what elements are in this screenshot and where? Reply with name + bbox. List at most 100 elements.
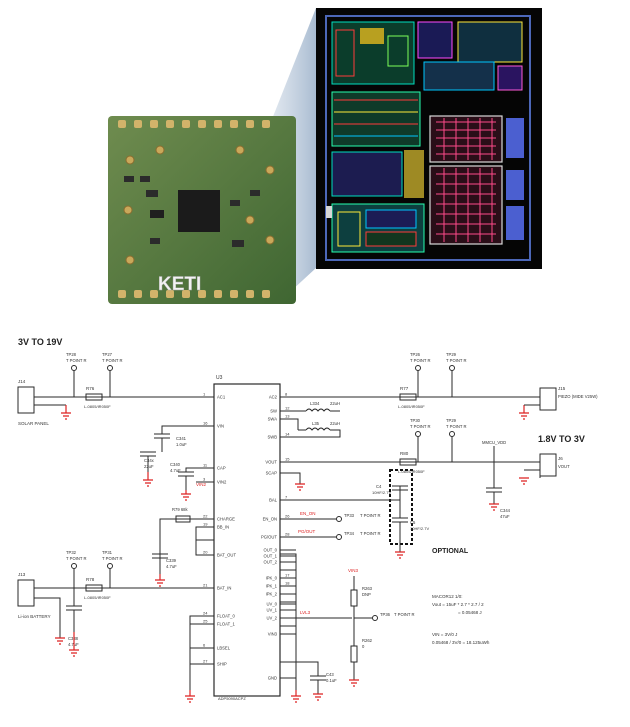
r263-ref: R263 [362, 586, 373, 591]
ic-pin-name: OUT_2 [264, 560, 278, 565]
ic-pin-number: 25 [203, 619, 208, 624]
ground-symbol [155, 574, 165, 587]
castellated-pads-bottom [118, 290, 270, 298]
ground-symbol [185, 690, 195, 703]
tp30-ref: TP30 [410, 418, 421, 423]
ic-pin-number: 12 [285, 406, 290, 411]
ic-pin-name: VIN2 [217, 480, 227, 485]
qfn-chip [178, 190, 220, 232]
c43-ref: C43 [326, 672, 334, 677]
j13-connector [17, 579, 35, 607]
ground-symbol [489, 503, 499, 511]
battery-input: J13 Li-ion BATTERY R78 L-0805/IR050F C33… [17, 572, 214, 657]
tp36-ref: TP36 [380, 612, 391, 617]
ground-symbol [291, 690, 301, 703]
j15-ref: J15 [558, 386, 566, 391]
tp29-label: T POINT R [446, 358, 467, 363]
ic-pin-name: SWB [267, 435, 277, 440]
tp33-ref: TP33 [344, 513, 355, 518]
ground-symbol [295, 483, 305, 491]
ground-symbol [181, 490, 191, 501]
ic-pin-name: LBSEL [217, 646, 231, 651]
tp28-ref: TP28 [66, 352, 77, 357]
ic-pin: UV_0 [267, 602, 296, 607]
l334-value: 22uH [330, 401, 340, 406]
castellated-pads-top [118, 120, 270, 128]
j6-name: VOUT [558, 464, 570, 469]
r77-ref: R77 [400, 386, 409, 391]
net-lvl3: LVL3 [300, 610, 311, 615]
ic-pin-number: 19 [203, 522, 208, 527]
tp34-ref: TP34 [344, 531, 355, 536]
layout-capacitor-arrays [429, 115, 524, 245]
ic-pin-name: BB_IN [217, 525, 229, 530]
j14-ref: J14 [18, 379, 26, 384]
ic-pin-name: OUT_0 [264, 548, 278, 553]
ground-symbol [143, 472, 153, 487]
ic-pin-number: 3 [203, 477, 206, 482]
r76-value: L-0805/IR050F [84, 404, 111, 409]
j15-connector [539, 387, 557, 411]
c341-ref: C341 [176, 436, 187, 441]
r76-resistor [85, 393, 103, 401]
ic-pin-name: UV_0 [267, 602, 278, 607]
ic-pin: OUT_0 [264, 548, 296, 553]
net-pg-out: PG/OUT [298, 529, 316, 534]
c344-ref: C344 [500, 508, 511, 513]
c43-value: 0.1uF [326, 678, 337, 683]
c338-ref: C338 [68, 636, 79, 641]
ic-pin-name: AC2 [269, 395, 278, 400]
ic-pin-name: VIN3 [268, 632, 278, 637]
ic-pin-name: VOUT [265, 460, 277, 465]
inductors: L334 22uH L35 22uH [280, 401, 341, 438]
note-line-1: MACOR12 1/0: [432, 594, 463, 599]
note-line-5: 0.05468 / 3V/0 = 18.125uWh [432, 640, 490, 645]
ic-pin-name: BAT_OUT [217, 553, 236, 558]
ic-pin-name: OUT_1 [264, 554, 278, 559]
tp33-label: T POINT R [360, 513, 381, 518]
tp28-label: T POINT R [66, 358, 87, 363]
tp29-point: TP29 T POINT R [446, 418, 467, 462]
ground-symbol [55, 637, 65, 645]
l35-ref: L35 [312, 421, 320, 426]
r78-ref: R78 [86, 577, 95, 582]
energy-notes: MACOR12 1/0: Vout = 15uF * 2.7 * 2.7 / 2… [432, 594, 490, 645]
r78-resistor [85, 584, 103, 592]
l35-value: 22uH [330, 421, 340, 426]
ic-pin-number: 20 [203, 550, 208, 555]
tp31-label: T POINT R [102, 556, 123, 561]
j14-name: SOLAR PANEL [18, 421, 49, 426]
pcb-vias [123, 145, 275, 265]
tp26-ref: TP26 [410, 352, 421, 357]
ic-pin-name: BAL [269, 498, 278, 503]
ic-pin: UV_1 [267, 608, 296, 613]
tp27-ref: TP27 [102, 352, 113, 357]
ic-pin-number: 15 [285, 457, 290, 462]
tp30-label: T POINT R [410, 424, 431, 429]
ic-pin-name: SCAP [266, 471, 278, 476]
ic-pin-number: 13 [285, 414, 290, 419]
ic-pin-number: 18 [285, 581, 290, 586]
c34x-ref: C34x [144, 458, 155, 463]
input-range-label: 3V TO 19V [18, 337, 62, 347]
c5-ref: C5 [410, 520, 416, 525]
note-line-4: VIN = 3V/0 J [432, 632, 457, 637]
r262-ref: R262 [362, 638, 373, 643]
mmcu-vdd-label: MMCU_VDD [482, 440, 506, 445]
chip-layout-inset [316, 8, 542, 269]
j6-ref: J6 [558, 456, 563, 461]
ic-pin-number: 21 [203, 583, 208, 588]
tp27-label: T POINT R [102, 358, 123, 363]
layout-mid-blocks [331, 91, 424, 198]
ic-pin-number: 14 [285, 432, 290, 437]
r76-ref: R76 [86, 386, 95, 391]
tp29b-label: T POINT R [446, 424, 467, 429]
j14-connector [17, 386, 35, 414]
